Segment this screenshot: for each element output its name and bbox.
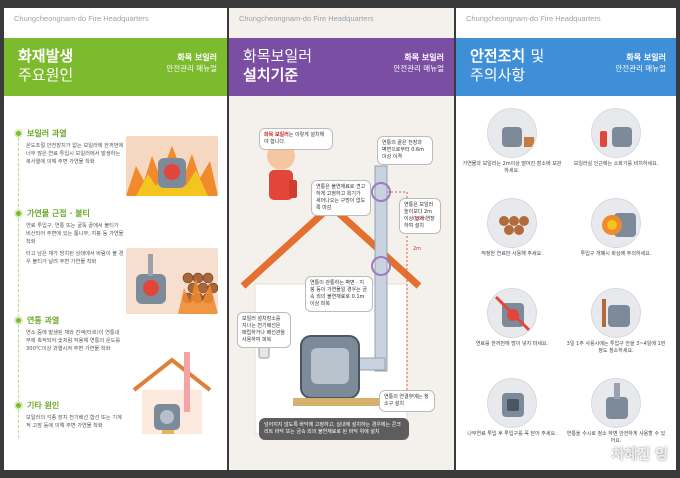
safety-item-text: 적정한 연료만 사용해 주세요. [481, 251, 543, 257]
house-flue-illustration [126, 348, 218, 438]
section-heading: 가연물 근접 · 불티 [27, 209, 90, 218]
watermark: 차혜진 잉 [611, 447, 668, 463]
panel-safety-measures: Chungcheongnam-do Fire Headquarters 안전조치… [456, 8, 676, 470]
panel-title: 안전조치 및 주의사항 [470, 47, 544, 85]
subtitle-line2: 안전관리 매뉴얼 [393, 64, 444, 73]
section-text: 보일러의 각종 장치 전기배선 합선 또는 기계적 고장 등에 의해 주변 가연… [26, 415, 122, 429]
title-line2: 주요원인 [18, 66, 74, 84]
panel-installation-standards: Chungcheongnam-do Fire Headquarters 화목보일… [229, 8, 454, 470]
burn-warning-icon [591, 198, 641, 248]
safety-item-text: 연통을 수시로 청소 하면 안전하게 사용할 수 있어요. [566, 431, 666, 444]
callout-flue-end: 연통의 끝은 천장과 벽면으로부터 0.6m 이상 이격 [377, 136, 433, 165]
section-text: 연료 투입구, 연통 또는 굴뚝 끝에서 불티가 비산되어 주변에 있는 톱니무… [26, 223, 124, 245]
section-text: 온도조절 안전장치가 없는 보일러에 한꺼번에 너무 많은 연료 투입시 보일러… [26, 143, 124, 165]
firewood-icon [487, 198, 537, 248]
safety-item: 보일러실 인근에는 소화기를 비치하세요. [566, 108, 666, 168]
title-line2: 설치기준 [243, 66, 299, 84]
header-text: Chungcheongnam-do Fire Headquarters [466, 14, 601, 23]
safety-item-text: 나무연료 투입 후 투입구를 꼭 닫아 주세요. [467, 431, 557, 437]
callout-flue-height: 연통은 보일러 높이보다 2m 이상 높게 연장하여 설치 [399, 198, 441, 234]
callout-penetration: 연통이 관통하는 벽면 · 지붕 등이 가연물일 경우는 금속 외의 불연재료로… [305, 276, 373, 312]
safety-item-text: 연료를 한꺼번에 많이 넣지 마세요. [475, 341, 549, 347]
panel-subtitle: 화목 보일러 안전관리 매뉴얼 [166, 52, 217, 74]
dimension-d2: 2m [413, 246, 422, 252]
close-door-icon [487, 378, 537, 428]
section-flue-overheat: 연통 과열 연소 중에 발생된 재와 진액(타르)이 연통내부에 축적되어 숯처… [14, 315, 124, 353]
cleaning-icon [591, 288, 641, 338]
bullet-icon [14, 316, 23, 325]
boiler-distance-icon [487, 108, 537, 158]
title-line1: 안전조치 [470, 47, 526, 65]
safety-item: 가연물과 보일러는 2m이상 떨어진 장소에 보관하세요. [462, 108, 562, 175]
section-combustible-sparks: 가연물 근접 · 불티 연료 투입구, 연통 또는 굴뚝 끝에서 불티가 비산되… [14, 208, 124, 266]
safety-item: 3일 1주 사용시에는 투입구 안을 3~4일에 1번 정도 청소하세요. [566, 288, 666, 355]
header-text: Chungcheongnam-do Fire Headquarters [239, 14, 374, 23]
panel-subtitle: 화목 보일러 안전관리 매뉴얼 [615, 52, 666, 74]
dimension-d1: 0.6m [413, 216, 426, 222]
fire-extinguisher-icon [591, 108, 641, 158]
callout-floor: 넘어지지 않도록 바닥에 고정하고, 실내에 설치하는 경우에는 콘크리트 바닥… [259, 418, 409, 440]
panel-fire-causes: Chungcheongnam-do Fire Headquarters 화재발생… [4, 8, 227, 470]
section-heading: 보일러 과열 [27, 129, 67, 138]
panel-title: 화목보일러 설치기준 [243, 47, 312, 85]
title-line2: 주의사항 [470, 66, 526, 84]
title-conjunction: 및 [530, 47, 545, 65]
bullet-icon [14, 209, 23, 218]
bullet-icon [14, 401, 23, 410]
callout-intro-text: 는 이렇게 설치해야 합니다. [264, 132, 325, 145]
flue-cleaning-icon [591, 378, 641, 428]
safety-item-text: 보일러실 인근에는 소화기를 비치하세요. [573, 161, 659, 167]
callout-wiring: 보일러 설치장소를 지나는 전기배선은 매립하거나 배선관을 사용하여 피복 [237, 312, 291, 348]
safety-item-text: 3일 1주 사용시에는 투입구 안을 3~4일에 1번 정도 청소하세요. [566, 341, 666, 354]
safety-item: 연통을 수시로 청소 하면 안전하게 사용할 수 있어요. [566, 378, 666, 445]
callout-intro-emphasis: 화목 보일러 [264, 132, 289, 138]
subtitle-line2: 안전관리 매뉴얼 [166, 64, 217, 73]
panel-title: 화재발생 주요원인 [18, 47, 73, 85]
section-other-causes: 기타 원인 보일러의 각종 장치 전기배선 합선 또는 기계적 고장 등에 의해… [14, 400, 124, 430]
subtitle-line1: 화목 보일러 [404, 53, 444, 62]
safety-item: 적정한 연료만 사용해 주세요. [462, 198, 562, 258]
section-text: 타고 남은 재가 방치된 상태에서 바람이 불 경우 불티가 날려 주변 가연물… [26, 251, 124, 265]
bullet-icon [14, 129, 23, 138]
header-text: Chungcheongnam-do Fire Headquarters [14, 14, 149, 23]
woodpile-fire-illustration [126, 248, 218, 314]
title-band: 화재발생 주요원인 화목 보일러 안전관리 매뉴얼 [4, 38, 227, 96]
safety-item-text: 투입구 개폐시 화상에 주의하세요. [580, 251, 652, 257]
safety-item: 나무연료 투입 후 투입구를 꼭 닫아 주세요. [462, 378, 562, 438]
overload-warning-icon [487, 288, 537, 338]
panel-subtitle: 화목 보일러 안전관리 매뉴얼 [393, 52, 444, 74]
safety-item-text: 가연물과 보일러는 2m이상 떨어진 장소에 보관하세요. [462, 161, 562, 174]
subtitle-line2: 안전관리 매뉴얼 [615, 64, 666, 73]
section-heading: 연통 과열 [27, 316, 60, 325]
subtitle-line1: 화목 보일러 [626, 53, 666, 62]
boiler-fire-illustration [126, 136, 218, 196]
safety-item: 연료를 한꺼번에 많이 넣지 마세요. [462, 288, 562, 348]
title-band: 안전조치 및 주의사항 화목 보일러 안전관리 매뉴얼 [456, 38, 676, 96]
section-text: 연소 중에 발생된 재와 진액(타르)이 연통내부에 축적되어 숯처럼 작용해 … [26, 330, 121, 352]
section-heading: 기타 원인 [27, 401, 60, 410]
callout-cleanout: 연통의 연결부에는 청소구 설치 [379, 390, 435, 412]
title-line1: 화재발생 [18, 47, 74, 65]
subtitle-line1: 화목 보일러 [177, 53, 217, 62]
title-band: 화목보일러 설치기준 화목 보일러 안전관리 매뉴얼 [229, 38, 454, 96]
section-boiler-overheat: 보일러 과열 온도조절 안전장치가 없는 보일러에 한꺼번에 너무 많은 연료 … [14, 128, 124, 166]
safety-item: 투입구 개폐시 화상에 주의하세요. [566, 198, 666, 258]
callout-flue-fixing: 연통은 불연재료로 견고하게 고정하고 회기가 새어나오는 구멍이 없도록 마감 [311, 180, 371, 216]
timeline-line [18, 138, 19, 438]
title-line1: 화목보일러 [243, 47, 313, 65]
callout-intro: 화목 보일러는 이렇게 설치해야 합니다. [259, 128, 333, 150]
